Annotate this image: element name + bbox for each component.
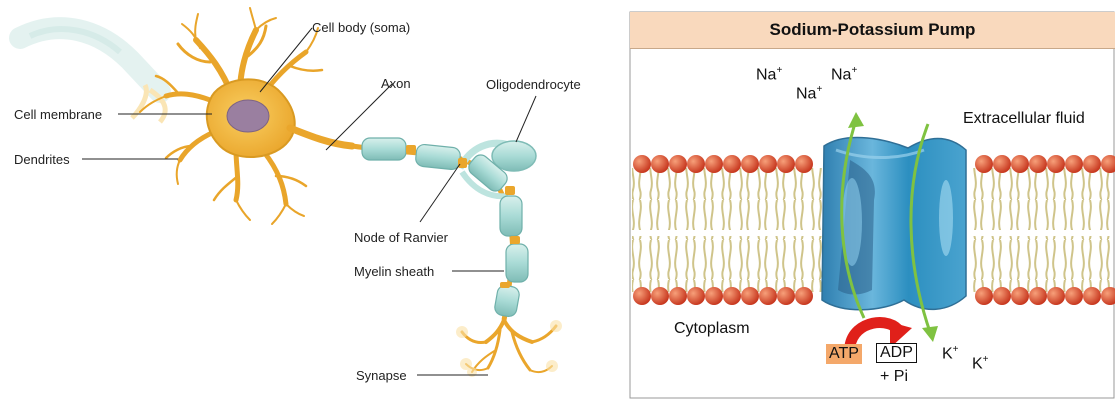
phosphate-head (1065, 287, 1083, 305)
phosphate-head (759, 155, 777, 173)
label-node-of-ranvier: Node of Ranvier (354, 230, 448, 245)
label-cell-body: Cell body (soma) (312, 20, 410, 35)
phosphate-head (669, 287, 687, 305)
potassium-ion-label-2: K+ (972, 354, 989, 373)
phosphate-head (687, 287, 705, 305)
label-synapse: Synapse (356, 368, 407, 383)
cytoplasm-label: Cytoplasm (674, 320, 750, 338)
phosphate-head (651, 287, 669, 305)
phosphate-head (1083, 155, 1101, 173)
pump-title: Sodium-Potassium Pump (630, 12, 1115, 49)
label-oligodendrocyte: Oligodendrocyte (486, 77, 581, 92)
phosphate-head (1047, 155, 1065, 173)
neuron-diagram (0, 0, 628, 399)
phosphate-head (1047, 287, 1065, 305)
pump-protein (822, 137, 966, 309)
label-myelin-sheath: Myelin sheath (354, 264, 434, 279)
nucleus (227, 100, 269, 132)
phosphate-label: + Pi (880, 368, 908, 386)
phosphate-head (975, 155, 993, 173)
phosphate-head (1065, 155, 1083, 173)
label-axon: Axon (381, 76, 411, 91)
sodium-ion-label-2: Na+ (796, 84, 822, 103)
phosphate-head (795, 287, 813, 305)
phosphate-head (723, 155, 741, 173)
phosphate-head (1083, 287, 1101, 305)
phosphate-head (705, 287, 723, 305)
phosphate-head (633, 287, 651, 305)
phosphate-head (633, 155, 651, 173)
phosphate-head (1029, 287, 1047, 305)
sodium-ion-label-1: Na+ (756, 65, 782, 84)
phosphate-head (705, 155, 723, 173)
phosphate-head (993, 287, 1011, 305)
phosphate-head (669, 155, 687, 173)
label-dendrites: Dendrites (14, 152, 70, 167)
phosphate-head (1029, 155, 1047, 173)
phosphate-head (723, 287, 741, 305)
phosphate-head (795, 155, 813, 173)
sodium-ion-label-3: Na+ (831, 65, 857, 84)
phosphate-head (777, 155, 795, 173)
phosphate-head (777, 287, 795, 305)
atp-label: ATP (826, 344, 862, 364)
phosphate-head (993, 155, 1011, 173)
phosphate-head (687, 155, 705, 173)
phosphate-head (1011, 287, 1029, 305)
phosphate-head (651, 155, 669, 173)
potassium-ion-label-1: K+ (942, 344, 959, 363)
phosphate-head (1011, 155, 1029, 173)
adp-label: ADP (876, 343, 917, 363)
axon (290, 128, 352, 146)
phosphate-head (741, 287, 759, 305)
phosphate-head (741, 155, 759, 173)
pump-diagram (628, 0, 1115, 399)
synapse-terminals (462, 320, 556, 372)
phosphate-head (975, 287, 993, 305)
phosphate-head (759, 287, 777, 305)
extracellular-fluid-label: Extracellular fluid (963, 110, 1085, 128)
label-cell-membrane: Cell membrane (14, 107, 102, 122)
